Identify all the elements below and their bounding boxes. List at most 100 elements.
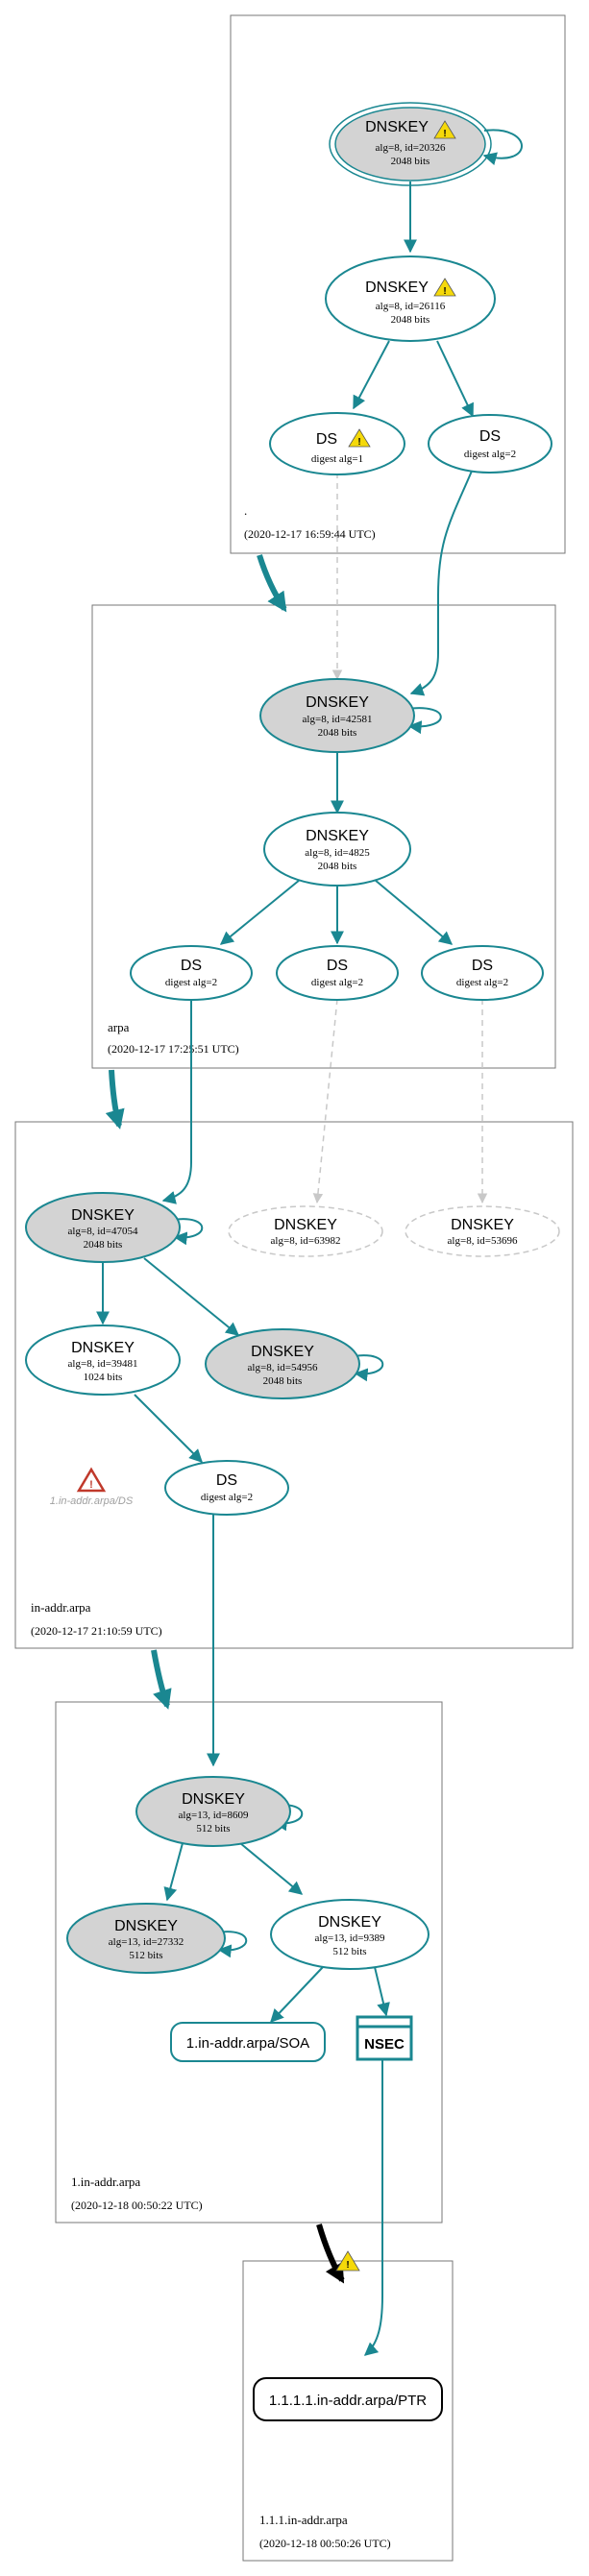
node-in-ds-line1: digest alg=2	[201, 1492, 253, 1503]
node-in-zsk-line2: 1024 bits	[84, 1372, 123, 1383]
zone-inaddr-box	[14, 1121, 574, 1649]
edge-one-ksk-to-key2	[163, 1842, 184, 1902]
svg-text:!: !	[89, 1479, 93, 1491]
delegation-arrow-arpa-to-inaddr	[105, 1069, 125, 1130]
edge-one-zsk-to-nsec	[374, 1966, 390, 2017]
node-root-ksk-line1: alg=8, id=20326	[376, 142, 446, 154]
node-root-ksk-line2: 2048 bits	[391, 156, 430, 167]
node-arpa-zsk-line1: alg=8, id=4825	[305, 847, 370, 859]
node-arpa-ds-a: DS digest alg=2	[130, 945, 253, 1001]
node-in-missing1-title: DNSKEY	[274, 1217, 337, 1233]
node-one-zsk-title: DNSKEY	[318, 1914, 381, 1931]
node-in-missing2: DNSKEY alg=8, id=53696	[405, 1205, 560, 1257]
node-in-missing2-line1: alg=8, id=53696	[448, 1235, 518, 1247]
self-loop-in-ksk	[172, 1218, 204, 1246]
node-root-ds2: DS digest alg=2	[428, 414, 552, 474]
node-one-ksk-line1: alg=13, id=8609	[179, 1810, 249, 1821]
node-one-key2-line1: alg=13, id=27332	[109, 1936, 184, 1948]
node-root-zsk: DNSKEY ! alg=8, id=26116 2048 bits	[325, 255, 496, 342]
zone-arpa-timestamp: (2020-12-17 17:25:51 UTC)	[108, 1042, 239, 1056]
warning-icon: !	[348, 428, 371, 448]
node-in-ksk-title: DNSKEY	[71, 1207, 135, 1224]
delegation-arrow-one-to-ptr	[316, 2224, 345, 2284]
node-in-zsk: DNSKEY alg=8, id=39481 1024 bits	[25, 1324, 181, 1396]
edge-one-ksk-to-zsk	[233, 1837, 304, 1895]
edge-one-zsk-to-soa	[270, 1966, 324, 2024]
node-arpa-zsk-title: DNSKEY	[306, 828, 369, 844]
node-root-zsk-title: DNSKEY	[365, 279, 429, 296]
edge-in-zsk-to-ds	[134, 1394, 203, 1463]
node-in-key3-line2: 2048 bits	[263, 1375, 303, 1387]
edge-arpa-zsk-to-ds-a	[219, 879, 301, 945]
node-in-zsk-title: DNSKEY	[71, 1340, 135, 1356]
zone-root-name: .	[244, 503, 247, 518]
zone-ptr-timestamp: (2020-12-18 00:50:26 UTC)	[259, 2537, 391, 2550]
node-arpa-ds-b-title: DS	[327, 958, 348, 974]
node-arpa-ds-a-title: DS	[181, 958, 202, 974]
edge-in-ksk-to-key3	[143, 1257, 240, 1336]
node-one-soa: 1.in-addr.arpa/SOA	[170, 2022, 326, 2062]
node-arpa-ksk-title: DNSKEY	[306, 694, 369, 711]
edge-arpa-ds-b-to-missing1	[312, 998, 338, 1204]
node-in-ksk-line1: alg=8, id=47054	[68, 1226, 138, 1237]
node-one-zsk-line1: alg=13, id=9389	[315, 1932, 385, 1944]
node-arpa-ksk-line1: alg=8, id=42581	[303, 714, 373, 725]
node-in-ds: DS digest alg=2	[164, 1460, 289, 1516]
node-in-ds-error: ! 1.in-addr.arpa/DS	[50, 1467, 134, 1507]
edge-root-zsk-to-ds1	[353, 340, 390, 410]
node-in-missing2-title: DNSKEY	[451, 1217, 514, 1233]
self-loop-one-key2	[216, 1931, 248, 1958]
svg-text:!: !	[443, 129, 446, 139]
node-arpa-zsk-line2: 2048 bits	[318, 861, 357, 872]
svg-text:!: !	[346, 2260, 349, 2271]
node-in-key3-title: DNSKEY	[251, 1344, 314, 1360]
node-one-soa-label: 1.in-addr.arpa/SOA	[186, 2035, 309, 2052]
svg-text:!: !	[443, 286, 446, 297]
zone-arpa-box	[91, 604, 556, 1069]
node-in-ksk-line2: 2048 bits	[84, 1239, 123, 1251]
node-one-ksk-title: DNSKEY	[182, 1791, 245, 1808]
node-one-zsk: DNSKEY alg=13, id=9389 512 bits	[270, 1899, 429, 1970]
node-in-ksk: DNSKEY alg=8, id=47054 2048 bits	[25, 1192, 181, 1263]
node-in-zsk-line1: alg=8, id=39481	[68, 1358, 138, 1370]
node-root-zsk-line1: alg=8, id=26116	[376, 301, 446, 312]
node-arpa-ksk: DNSKEY alg=8, id=42581 2048 bits	[259, 678, 415, 753]
node-in-ds-title: DS	[216, 1472, 237, 1489]
node-one-nsec-label: NSEC	[364, 2036, 405, 2053]
node-in-key3-line1: alg=8, id=54956	[248, 1362, 318, 1373]
node-one-key2-line2: 512 bits	[129, 1950, 162, 1961]
zone-inaddr-timestamp: (2020-12-17 21:10:59 UTC)	[31, 1624, 162, 1638]
node-one-ksk: DNSKEY alg=13, id=8609 512 bits	[135, 1776, 291, 1847]
edge-arpa-zsk-to-ds-c	[374, 879, 454, 945]
node-root-ds1-title: DS	[316, 431, 337, 448]
edge-nsec-to-ptr	[363, 2059, 383, 2356]
self-loop-arpa-ksk	[406, 707, 442, 735]
node-root-ds2-title: DS	[479, 428, 501, 445]
node-arpa-zsk: DNSKEY alg=8, id=4825 2048 bits	[263, 812, 411, 887]
warning-icon: !	[433, 120, 456, 139]
node-one-nsec: NSEC	[356, 2015, 413, 2061]
node-root-ds1-line1: digest alg=1	[311, 453, 363, 465]
zone-root-box	[230, 14, 566, 554]
self-loop-in-key3	[353, 1354, 384, 1382]
edge-root-ds2-to-arpa-ksk	[409, 468, 474, 696]
node-one-ksk-line2: 512 bits	[196, 1823, 230, 1835]
zone-one-timestamp: (2020-12-18 00:50:22 UTC)	[71, 2199, 203, 2212]
node-in-missing1: DNSKEY alg=8, id=63982	[228, 1205, 383, 1257]
error-icon: !	[76, 1467, 107, 1493]
node-root-zsk-line2: 2048 bits	[391, 314, 430, 326]
node-arpa-ksk-line2: 2048 bits	[318, 727, 357, 739]
node-in-key3: DNSKEY alg=8, id=54956 2048 bits	[205, 1328, 360, 1399]
node-one-key2-title: DNSKEY	[114, 1918, 178, 1934]
edge-root-zsk-to-ds2	[436, 340, 474, 418]
node-in-missing1-line1: alg=8, id=63982	[271, 1235, 341, 1247]
warning-icon: !	[433, 278, 456, 297]
node-root-ksk: DNSKEY ! alg=8, id=20326 2048 bits	[329, 102, 492, 186]
node-arpa-ds-c: DS digest alg=2	[421, 945, 544, 1001]
node-root-ds2-line1: digest alg=2	[464, 449, 516, 460]
delegation-arrow-root-to-arpa	[257, 554, 287, 613]
svg-text:!: !	[357, 437, 360, 448]
node-arpa-ds-c-line1: digest alg=2	[456, 977, 508, 988]
zone-arpa-name: arpa	[108, 1020, 130, 1034]
